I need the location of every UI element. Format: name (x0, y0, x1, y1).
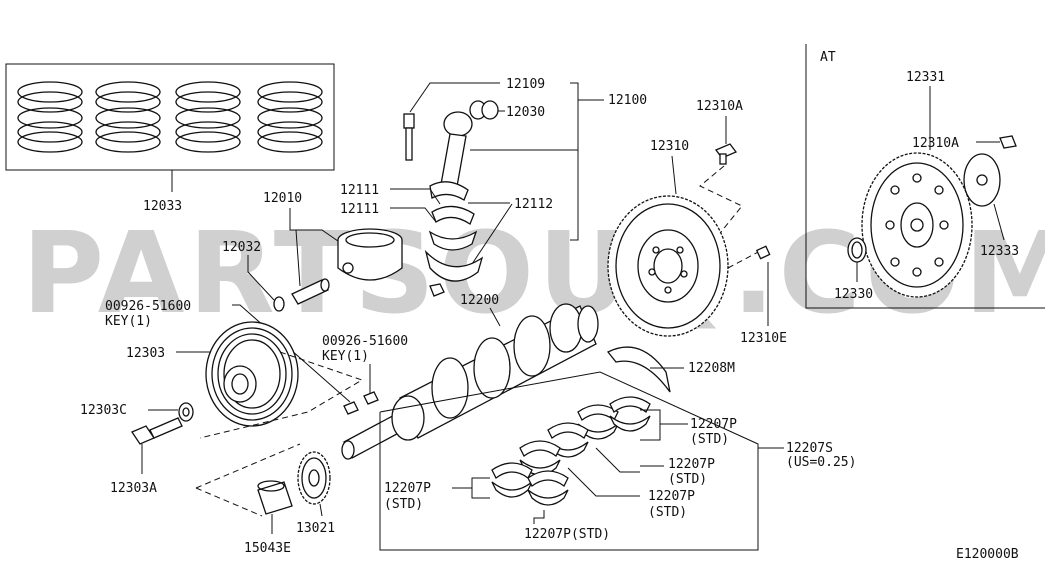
label-12310a-top: 12310A (696, 99, 743, 114)
drive-plate[interactable] (861, 152, 973, 298)
drive-plate-bolt[interactable] (999, 135, 1017, 149)
label-00926-51600-b: 00926-51600 (322, 334, 408, 349)
label-12303a: 12303A (110, 481, 157, 496)
label-key-b: KEY(1) (322, 349, 369, 364)
connecting-rod-bearing[interactable] (428, 205, 478, 251)
label-12208m: 12208M (688, 361, 735, 376)
label-std-2: (STD) (668, 472, 707, 487)
oil-pump-drive-spacer[interactable] (257, 480, 293, 515)
piston[interactable] (337, 228, 403, 281)
label-00926-51600-a: 00926-51600 (105, 299, 191, 314)
thrust-bearing[interactable] (606, 346, 671, 393)
flywheel-bolt[interactable] (714, 143, 738, 165)
label-12111-lower: 12111 (340, 202, 379, 217)
label-12310a-at: 12310A (912, 136, 959, 151)
crankshaft[interactable] (341, 303, 599, 460)
label-12207p-2: 12207P (668, 457, 715, 472)
label-12032: 12032 (222, 240, 261, 255)
connecting-rod-bolt[interactable] (403, 113, 415, 161)
at-section-label: AT (820, 50, 836, 65)
label-12200: 12200 (460, 293, 499, 308)
diagram-code: E120000B (956, 547, 1019, 562)
drive-plate-reinforcement[interactable] (963, 153, 1001, 207)
piston-ring-set[interactable] (17, 81, 323, 153)
crankshaft-spacer[interactable] (847, 237, 867, 263)
woodruff-key-a[interactable] (343, 401, 359, 415)
label-key-a: KEY(1) (105, 314, 152, 329)
crankshaft-sprocket[interactable] (297, 451, 331, 505)
at-section-frame (805, 44, 1045, 309)
label-12100: 12100 (608, 93, 647, 108)
main-bearing-row-4[interactable] (491, 462, 569, 506)
label-12333: 12333 (980, 244, 1019, 259)
piston-pin-snap-ring[interactable] (273, 296, 285, 312)
label-12303: 12303 (126, 346, 165, 361)
label-12207p-left: 12207P (384, 481, 431, 496)
label-std-3: (STD) (648, 505, 687, 520)
label-12310: 12310 (650, 139, 689, 154)
label-12207p-3: 12207P (648, 489, 695, 504)
connecting-rod-cap[interactable] (424, 249, 484, 297)
label-12112: 12112 (514, 197, 553, 212)
label-12109: 12109 (506, 77, 545, 92)
label-std-left: (STD) (384, 497, 423, 512)
piston-pin[interactable] (291, 278, 330, 305)
main-bearing-row-1[interactable] (577, 396, 651, 440)
label-12303c: 12303C (80, 403, 127, 418)
label-12331: 12331 (906, 70, 945, 85)
label-std-1: (STD) (690, 432, 729, 447)
label-12310e: 12310E (740, 331, 787, 346)
label-us-025: (US=0.25) (786, 455, 856, 470)
connecting-rod-bushing[interactable] (469, 100, 499, 120)
woodruff-key-b[interactable] (363, 391, 379, 405)
label-12207p-1: 12207P (690, 417, 737, 432)
label-12207s: 12207S (786, 441, 833, 456)
label-12330: 12330 (834, 287, 873, 302)
pulley-washer[interactable] (178, 402, 194, 422)
label-15043e: 15043E (244, 541, 291, 556)
label-12010: 12010 (263, 191, 302, 206)
main-bearing-set-frame (379, 371, 759, 551)
label-12207p-bottom: 12207P(STD) (524, 527, 610, 542)
label-12111-upper: 12111 (340, 183, 379, 198)
crankshaft-pulley[interactable] (205, 321, 299, 427)
pulley-bolt[interactable] (131, 417, 183, 445)
flywheel[interactable] (607, 195, 729, 337)
pilot-bushing[interactable] (755, 245, 771, 260)
label-12033: 12033 (143, 199, 182, 214)
connecting-rod[interactable] (429, 111, 473, 201)
label-12030: 12030 (506, 105, 545, 120)
piston-ring-set-frame (5, 63, 335, 171)
label-13021: 13021 (296, 521, 335, 536)
